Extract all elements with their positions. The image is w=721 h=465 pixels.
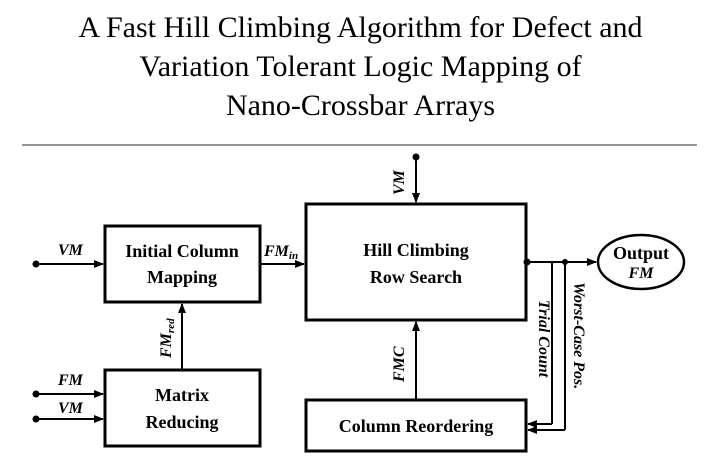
vm-input2-label: VM (58, 400, 84, 417)
worst-case-pos-label: Worst-Case Pos. (570, 282, 587, 389)
hill-climbing-label-2: Row Search (370, 267, 462, 287)
trial-count-feedback-line (527, 262, 553, 428)
vm-top-label: VM (391, 169, 408, 195)
worst-case-feedback-line (527, 259, 568, 434)
trial-count-label: Trial Count (535, 300, 552, 378)
column-reordering-block: Column Reordering (304, 398, 528, 453)
paper-title: A Fast Hill Climbing Algorithm for Defec… (0, 8, 721, 125)
output-ellipse: Output FM (596, 233, 686, 291)
matrix-reducing-label-1: Matrix (155, 385, 209, 405)
vm-top-arrow (412, 153, 420, 203)
vm-input-arrow (32, 260, 104, 268)
fm-input-label: FM (57, 372, 84, 389)
fmc-label: FMC (391, 346, 408, 383)
output-label: Output (613, 243, 669, 263)
output-fm-label: FM (628, 265, 655, 282)
vm-input2-arrow (32, 415, 104, 423)
initial-column-mapping-label-2: Mapping (147, 267, 217, 287)
fm-input-arrow (32, 390, 104, 398)
fm-red-label: FMred (158, 318, 177, 359)
title-line-2: Variation Tolerant Logic Mapping of (139, 50, 582, 83)
matrix-reducing-block: Matrix Reducing (103, 368, 262, 448)
title-line-1: A Fast Hill Climbing Algorithm for Defec… (78, 11, 643, 44)
initial-column-mapping-label-1: Initial Column (125, 241, 239, 261)
column-reordering-label: Column Reordering (339, 416, 494, 436)
vm-input-label: VM (58, 242, 84, 259)
title-line-3: Nano-Crossbar Arrays (225, 89, 496, 122)
matrix-reducing-label-2: Reducing (145, 412, 218, 432)
hill-climbing-row-search-block: Hill Climbing Row Search (304, 202, 528, 322)
hill-climbing-label-1: Hill Climbing (363, 240, 469, 260)
initial-column-mapping-block: Initial Column Mapping (103, 224, 262, 304)
output-arrow (523, 258, 597, 266)
fm-in-label: FMin (263, 243, 298, 262)
